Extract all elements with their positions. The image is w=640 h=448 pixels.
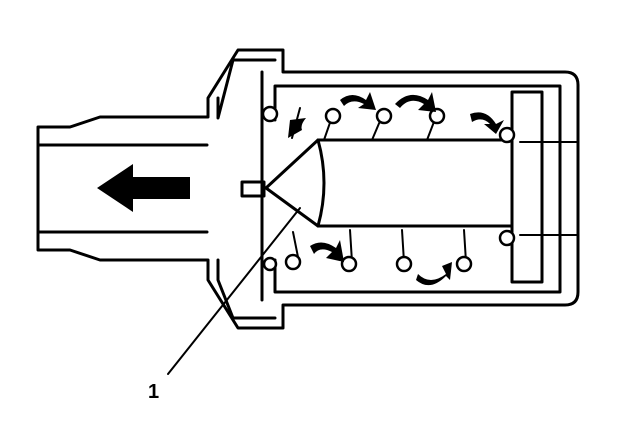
housing-inner-wall-top <box>36 58 277 147</box>
valve-seat-stub <box>240 180 266 198</box>
plunger-rod <box>316 138 514 228</box>
callout-leader-line <box>167 207 301 375</box>
callout-label: 1 <box>148 381 159 403</box>
plunger-cone <box>264 138 326 228</box>
spring-coils-bottom <box>262 229 516 273</box>
housing-inner-wall-bottom <box>36 230 277 320</box>
housing-inner-chamber <box>260 70 562 302</box>
housing-centerline-edges <box>519 141 579 236</box>
callout-1: 1 <box>148 207 301 403</box>
spring-retainer-plate <box>510 90 544 284</box>
flow-arrow-icon <box>97 164 190 212</box>
flow-swirl-icon <box>288 92 504 286</box>
valve-housing-outline <box>36 48 580 330</box>
